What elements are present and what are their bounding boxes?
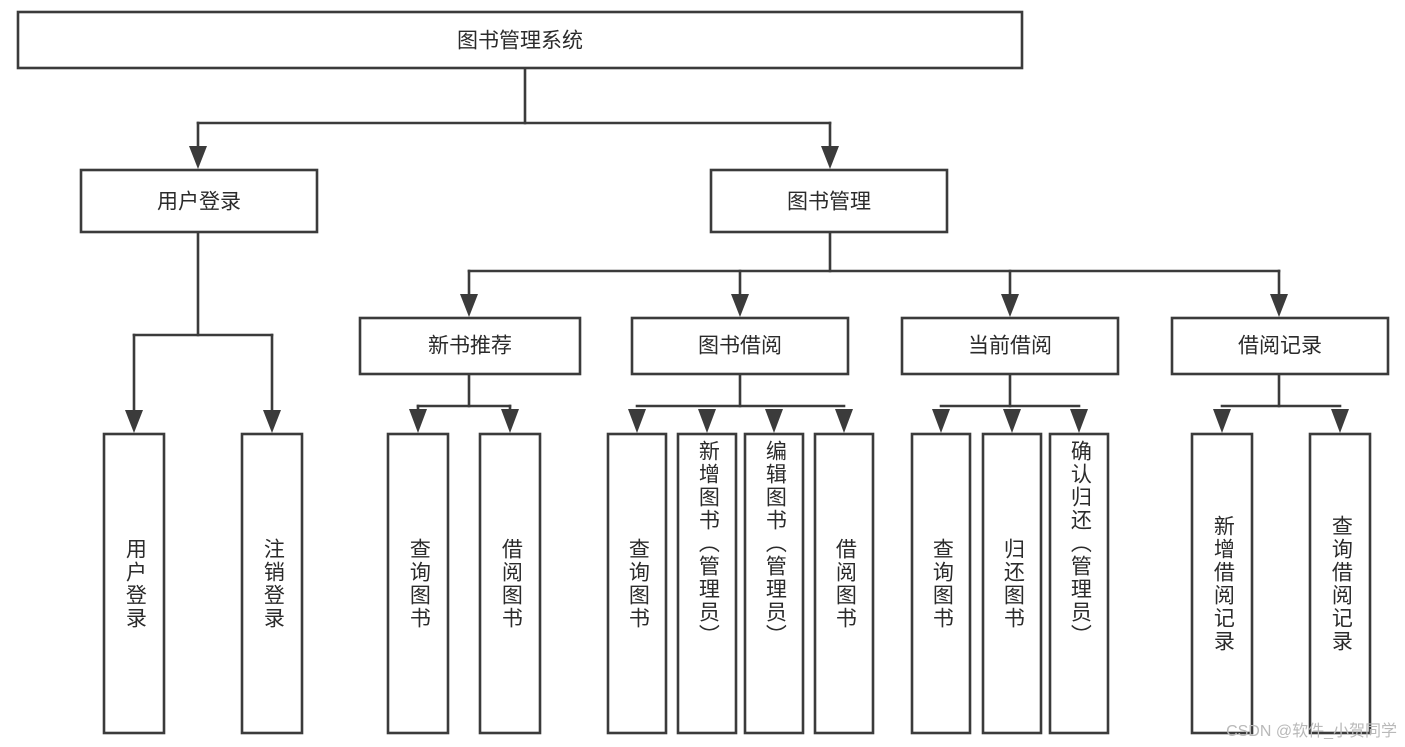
leaf-label-query-book-1: 查询图书 [407,537,431,630]
node-root-box[interactable] [16,10,1024,70]
arrow-to-leaf-confirm-return [1070,409,1088,433]
arrow-to-leaf-query-book-2 [628,409,646,433]
connector-group-root-to-level2 [189,66,839,169]
csdn-watermark: CSDN @软件_小贺同学 [1226,723,1397,740]
node-new-book-recommend-box[interactable] [358,316,582,376]
connector-group-current-children [932,372,1088,433]
leaf-label-confirm-return: 确认归还（管理员） [1068,440,1092,647]
connector-group-level2-to-level3 [460,230,1288,317]
arrow-to-leaf-borrow-book-1 [501,409,519,433]
node-book-borrow-box[interactable] [630,316,850,376]
node-borrow-record[interactable]: 借阅记录 [1170,316,1390,376]
leaf-box-query-book-2[interactable] [606,432,668,735]
arrow-to-leaf-user-login [125,410,143,433]
leaf-label-return-book: 归还图书 [1001,537,1025,630]
leaf-box-add-record[interactable] [1190,432,1254,735]
arrow-to-leaf-add-record [1213,409,1231,433]
arrow-to-user-login [189,146,207,169]
node-borrow-record-label: 借阅记录 [1238,335,1322,358]
connector-group-borrow-children [628,372,853,433]
node-book-borrow[interactable]: 图书借阅 [630,316,850,376]
arrow-to-current [1001,294,1019,317]
leaf-box-borrow-book-2[interactable] [813,432,875,735]
arrow-to-leaf-logout [263,410,281,433]
leaf-label-borrow-book-2: 借阅图书 [833,537,857,630]
leaf-boxes [102,432,1372,735]
arrow-to-leaf-query-book-1 [409,409,427,433]
arrow-to-record [1270,294,1288,317]
leaf-box-logout[interactable] [240,432,304,735]
leaf-label-add-book: 新增图书（管理员） [696,440,720,647]
arrow-to-leaf-add-book [698,409,716,433]
node-book-borrow-label: 图书借阅 [698,335,782,358]
leaf-label-query-book-3: 查询图书 [930,537,954,630]
leaf-label-query-record: 查询借阅记录 [1329,514,1353,653]
node-root[interactable]: 图书管理系统 [16,10,1024,70]
node-borrow-record-box[interactable] [1170,316,1390,376]
node-current-borrow[interactable]: 当前借阅 [900,316,1120,376]
node-current-borrow-label: 当前借阅 [968,335,1052,358]
leaf-box-edit-book[interactable] [743,432,805,735]
node-book-manage[interactable]: 图书管理 [709,168,949,234]
node-user-login[interactable]: 用户登录 [79,168,319,234]
connector-group-record-children [1213,372,1349,433]
node-user-login-label: 用户登录 [157,191,241,214]
leaf-box-return-book[interactable] [981,432,1043,735]
arrow-to-borrow [731,294,749,317]
leaf-box-user-login[interactable] [102,432,166,735]
arrow-to-book-manage [821,146,839,169]
arrow-to-leaf-borrow-book-2 [835,409,853,433]
leaf-label-add-record: 新增借阅记录 [1211,514,1235,653]
arrow-to-new-book [460,294,478,317]
leaf-label-query-book-2: 查询图书 [626,537,650,630]
leaf-label-user-login: 用户登录 [123,537,147,630]
node-new-book-recommend[interactable]: 新书推荐 [358,316,582,376]
leaf-box-query-book-3[interactable] [910,432,972,735]
arrow-to-leaf-query-record [1331,409,1349,433]
leaf-box-borrow-book-1[interactable] [478,432,542,735]
leaf-box-add-book[interactable] [676,432,738,735]
leaf-box-query-record[interactable] [1308,432,1372,735]
arrow-to-leaf-query-book-3 [932,409,950,433]
connector-group-user-login-children [125,230,281,433]
arrow-to-leaf-return-book [1003,409,1021,433]
arrow-to-leaf-edit-book [765,409,783,433]
leaf-label-edit-book: 编辑图书（管理员） [763,440,787,647]
node-root-label: 图书管理系统 [457,30,583,53]
leaf-label-borrow-book-1: 借阅图书 [499,537,523,630]
leaf-box-query-book-1[interactable] [386,432,450,735]
node-user-login-box[interactable] [79,168,319,234]
connector-group-new-book-children [409,372,519,433]
node-current-borrow-box[interactable] [900,316,1120,376]
node-book-manage-label: 图书管理 [787,191,871,214]
node-book-manage-box[interactable] [709,168,949,234]
node-new-book-recommend-label: 新书推荐 [428,335,512,358]
leaf-box-confirm-return[interactable] [1048,432,1110,735]
leaf-label-logout: 注销登录 [261,537,285,630]
